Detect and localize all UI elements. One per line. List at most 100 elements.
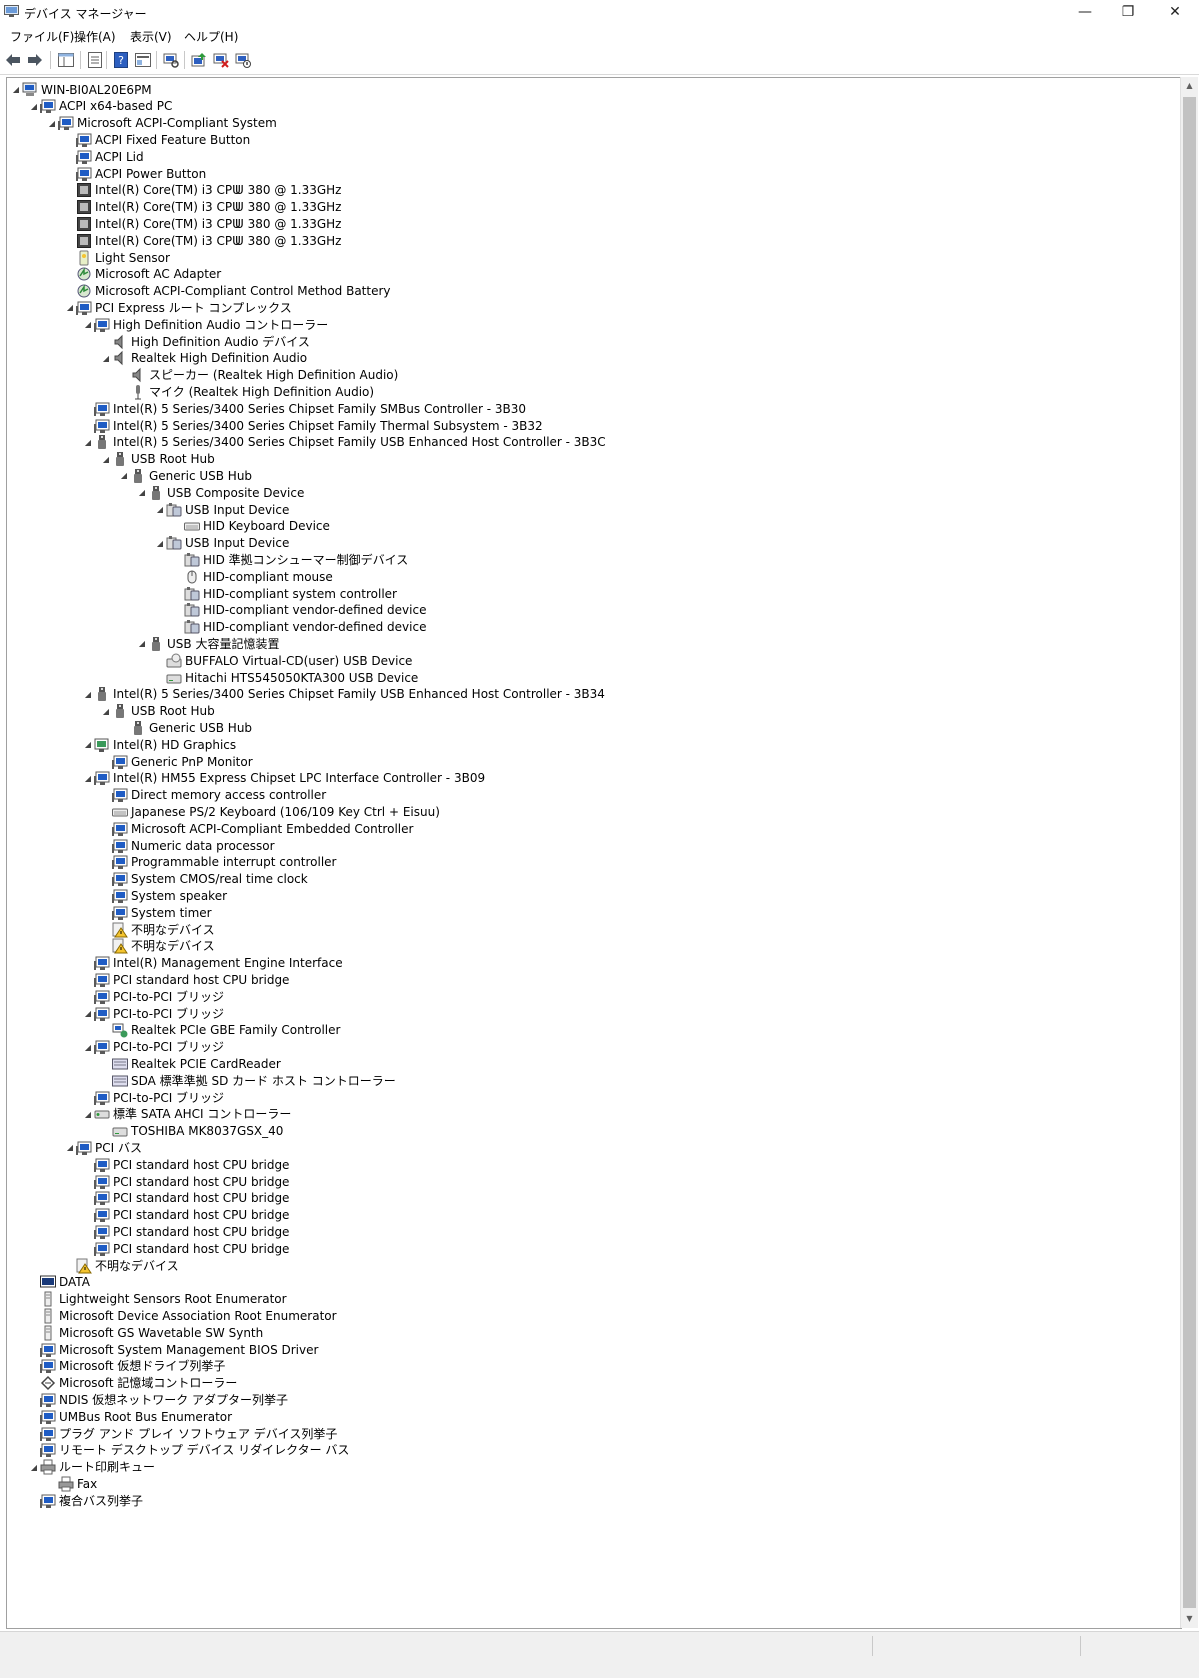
- tree-item[interactable]: High Definition Audio デバイス: [100, 333, 310, 351]
- tree-item[interactable]: Microsoft ACPI-Compliant Control Method …: [64, 282, 391, 300]
- tree-item[interactable]: ◢Intel(R) HM55 Express Chipset LPC Inter…: [82, 769, 485, 787]
- expand-collapse-icon[interactable]: ◢: [30, 101, 38, 111]
- uninstall-icon[interactable]: [212, 51, 230, 69]
- tree-item[interactable]: Lightweight Sensors Root Enumerator: [28, 1290, 287, 1308]
- back-icon[interactable]: [4, 51, 22, 69]
- tree-item[interactable]: PCI-to-PCI ブリッジ: [82, 988, 224, 1006]
- tree-item[interactable]: BUFFALO Virtual-CD(user) USB Device: [154, 652, 412, 670]
- tree-item[interactable]: PCI standard host CPU bridge: [82, 1156, 289, 1174]
- expand-collapse-icon[interactable]: ◢: [84, 320, 92, 330]
- expand-collapse-icon[interactable]: ◢: [84, 1042, 92, 1052]
- tree-item[interactable]: Realtek PCIE CardReader: [100, 1055, 281, 1073]
- expand-collapse-icon[interactable]: ◢: [48, 118, 56, 128]
- console-tree-icon[interactable]: [57, 51, 75, 69]
- tree-item[interactable]: ◢Generic USB Hub: [118, 467, 252, 485]
- tree-item[interactable]: ACPI Power Button: [64, 165, 206, 183]
- tree-item[interactable]: リモート デスクトップ デバイス リダイレクター バス: [28, 1441, 349, 1459]
- menu-view[interactable]: 表示(V): [130, 30, 172, 44]
- expand-collapse-icon[interactable]: ◢: [84, 773, 92, 783]
- tree-item[interactable]: System CMOS/real time clock: [100, 870, 308, 888]
- tree-item[interactable]: ◢USB Root Hub: [100, 702, 215, 720]
- tree-item[interactable]: Light Sensor: [64, 249, 170, 267]
- menu-help[interactable]: ヘルプ(H): [184, 30, 239, 44]
- update-driver-icon[interactable]: [190, 51, 208, 69]
- expand-collapse-icon[interactable]: ◢: [138, 488, 146, 498]
- tree-item[interactable]: Generic PnP Monitor: [100, 753, 253, 771]
- disable-icon[interactable]: [234, 51, 252, 69]
- help-icon[interactable]: ?: [112, 51, 130, 69]
- tree-item[interactable]: スピーカー (Realtek High Definition Audio): [118, 366, 398, 384]
- tree-item[interactable]: Generic USB Hub: [118, 719, 252, 737]
- tree-item[interactable]: Microsoft ACPI-Compliant Embedded Contro…: [100, 820, 413, 838]
- menu-file[interactable]: ファイル(F): [10, 30, 75, 44]
- tree-item[interactable]: Programmable interrupt controller: [100, 853, 337, 871]
- expand-collapse-icon[interactable]: ◢: [84, 1009, 92, 1018]
- tree-item[interactable]: Japanese PS/2 Keyboard (106/109 Key Ctrl…: [100, 803, 440, 821]
- tree-item[interactable]: Intel(R) Core(TM) i3 CPUU 380 @ 1.33GHz: [64, 181, 341, 199]
- tree-item[interactable]: System speaker: [100, 887, 227, 905]
- expand-collapse-icon[interactable]: ◢: [102, 454, 110, 464]
- properties-icon[interactable]: [86, 51, 104, 69]
- scroll-down-arrow-icon[interactable]: ▼: [1186, 1614, 1193, 1623]
- tree-item[interactable]: Hitachi HTS545050KTA300 USB Device: [154, 669, 418, 687]
- tree-item[interactable]: ◢ルート印刷キュー: [28, 1458, 155, 1476]
- tree-item[interactable]: Intel(R) Core(TM) i3 CPUU 380 @ 1.33GHz: [64, 232, 341, 250]
- tree-item[interactable]: 不明なデバイス: [64, 1257, 179, 1275]
- tree-item[interactable]: PCI standard host CPU bridge: [82, 1223, 289, 1241]
- tree-item[interactable]: ◢USB Input Device: [154, 501, 289, 519]
- tree-item[interactable]: ◢Intel(R) 5 Series/3400 Series Chipset F…: [82, 685, 605, 703]
- view-icon[interactable]: [134, 51, 152, 69]
- expand-collapse-icon[interactable]: ◢: [84, 689, 92, 699]
- tree-item[interactable]: PCI standard host CPU bridge: [82, 1189, 289, 1207]
- tree-item[interactable]: PCI standard host CPU bridge: [82, 971, 289, 989]
- tree-item[interactable]: 不明なデバイス: [100, 937, 215, 955]
- tree-item[interactable]: Direct memory access controller: [100, 786, 326, 804]
- expand-collapse-icon[interactable]: ◢: [156, 538, 164, 548]
- tree-item[interactable]: NDIS 仮想ネットワーク アダプター列挙子: [28, 1391, 288, 1409]
- expand-collapse-icon[interactable]: ◢: [156, 505, 164, 514]
- tree-item[interactable]: ◢USB 大容量記憶装置: [136, 635, 279, 653]
- tree-item[interactable]: ◢Microsoft ACPI-Compliant System: [46, 114, 277, 132]
- tree-item[interactable]: ◢ACPI x64-based PC: [28, 97, 172, 115]
- expand-collapse-icon[interactable]: ◢: [84, 1109, 92, 1119]
- tree-item[interactable]: 不明なデバイス: [100, 921, 215, 939]
- tree-item[interactable]: Fax: [46, 1475, 97, 1493]
- tree-item[interactable]: Microsoft Device Association Root Enumer…: [28, 1307, 337, 1325]
- tree-item[interactable]: ◢PCI バス: [64, 1139, 142, 1157]
- tree-item[interactable]: Intel(R) Management Engine Interface: [82, 954, 343, 972]
- maximize-button[interactable]: ❐: [1121, 4, 1135, 20]
- tree-item[interactable]: SDA 標準準拠 SD カード ホスト コントローラー: [100, 1072, 396, 1090]
- expand-collapse-icon[interactable]: ◢: [30, 1462, 38, 1472]
- tree-item[interactable]: Microsoft 仮想ドライブ列挙子: [28, 1357, 225, 1375]
- expand-collapse-icon[interactable]: ◢: [102, 353, 110, 363]
- tree-item[interactable]: ◢Realtek High Definition Audio: [100, 349, 307, 367]
- tree-item[interactable]: Microsoft System Management BIOS Driver: [28, 1341, 318, 1359]
- tree-item[interactable]: HID-compliant vendor-defined device: [172, 601, 426, 619]
- tree-item[interactable]: TOSHIBA MK8037GSX_40: [100, 1122, 283, 1140]
- scroll-up-arrow-icon[interactable]: ▲: [1186, 81, 1193, 90]
- expand-collapse-icon[interactable]: ◢: [66, 303, 74, 313]
- tree-item[interactable]: HID 準拠コンシューマー制御デバイス: [172, 551, 408, 569]
- close-button[interactable]: ✕: [1169, 4, 1181, 20]
- tree-item[interactable]: ◢PCI Express ルート コンプレックス: [64, 299, 292, 317]
- vertical-scrollbar[interactable]: ▲ ▼: [1180, 77, 1198, 1628]
- tree-item[interactable]: 複合バス列挙子: [28, 1492, 143, 1510]
- tree-item[interactable]: ◢PCI-to-PCI ブリッジ: [82, 1005, 224, 1023]
- tree-item[interactable]: マイク (Realtek High Definition Audio): [118, 383, 374, 401]
- expand-collapse-icon[interactable]: ◢: [102, 706, 110, 716]
- expand-collapse-icon[interactable]: ◢: [12, 85, 20, 94]
- tree-item[interactable]: PCI standard host CPU bridge: [82, 1240, 289, 1258]
- tree-item[interactable]: Numeric data processor: [100, 837, 275, 855]
- tree-item[interactable]: ◢USB Root Hub: [100, 450, 215, 468]
- tree-item[interactable]: ◢PCI-to-PCI ブリッジ: [82, 1038, 224, 1056]
- tree-item[interactable]: Intel(R) 5 Series/3400 Series Chipset Fa…: [82, 417, 543, 435]
- tree-item[interactable]: ◢Intel(R) HD Graphics: [82, 736, 236, 754]
- tree-item[interactable]: PCI-to-PCI ブリッジ: [82, 1089, 224, 1107]
- tree-item[interactable]: ACPI Fixed Feature Button: [64, 131, 250, 149]
- tree-item[interactable]: Microsoft GS Wavetable SW Synth: [28, 1324, 263, 1342]
- scrollbar-thumb[interactable]: [1183, 97, 1196, 1608]
- tree-item[interactable]: Microsoft 記憶域コントローラー: [28, 1374, 237, 1392]
- tree-item[interactable]: ◢USB Composite Device: [136, 484, 304, 502]
- expand-collapse-icon[interactable]: ◢: [66, 1143, 74, 1153]
- minimize-button[interactable]: —: [1078, 4, 1092, 20]
